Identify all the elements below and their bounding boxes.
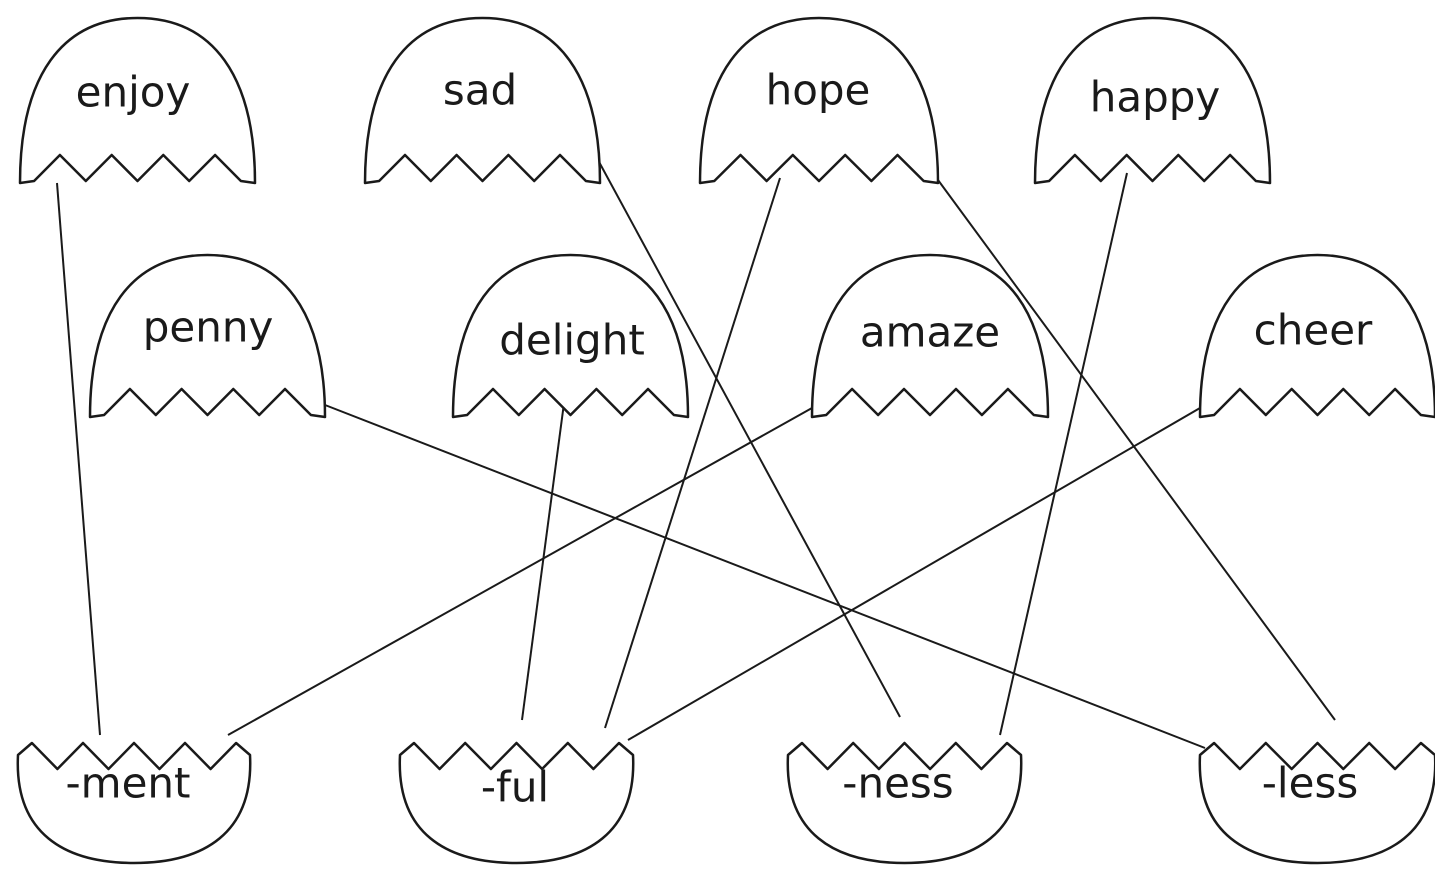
suffix-label: -ment [66,759,191,808]
root-word-shell-hope[interactable]: hope [700,18,938,183]
root-word-shell-enjoy[interactable]: enjoy [20,18,255,183]
connection-line-happy-ness [1000,173,1127,735]
connection-lines [57,160,1335,748]
root-word-label: happy [1090,73,1221,122]
connection-line-enjoy-ment [57,183,100,735]
connection-line-cheer-ful [628,408,1200,740]
root-word-label: sad [443,66,517,115]
root-word-shell-cheer[interactable]: cheer [1200,255,1435,417]
suffix-label: -less [1262,759,1358,808]
suffix-shell-ful[interactable]: -ful [400,743,633,863]
root-word-label: cheer [1254,306,1373,355]
connection-line-sad-ness [598,160,900,717]
connection-line-hope-ful [605,178,780,728]
root-word-shell-happy[interactable]: happy [1035,18,1270,183]
root-word-label: enjoy [76,68,191,117]
connection-line-amaze-ment [228,408,812,735]
egg-shells: enjoy sad hope happy penny delight amaze cheer -… [18,18,1435,863]
root-word-label: penny [143,303,274,352]
suffix-label: -ful [481,763,549,812]
root-word-label: hope [766,66,871,115]
root-word-shell-penny[interactable]: penny [90,255,325,417]
root-word-shell-delight[interactable]: delight [453,255,688,417]
suffix-label: -ness [842,759,953,808]
suffix-shell-ment[interactable]: -ment [18,743,250,863]
connection-line-penny-less [325,405,1205,748]
suffix-shell-ness[interactable]: -ness [788,743,1021,863]
root-word-shell-amaze[interactable]: amaze [812,255,1048,417]
root-word-shell-sad[interactable]: sad [365,18,600,183]
connection-line-delight-ful [522,388,566,720]
suffix-shell-less[interactable]: -less [1200,743,1435,863]
root-word-label: amaze [860,308,1000,357]
root-word-label: delight [499,316,645,365]
